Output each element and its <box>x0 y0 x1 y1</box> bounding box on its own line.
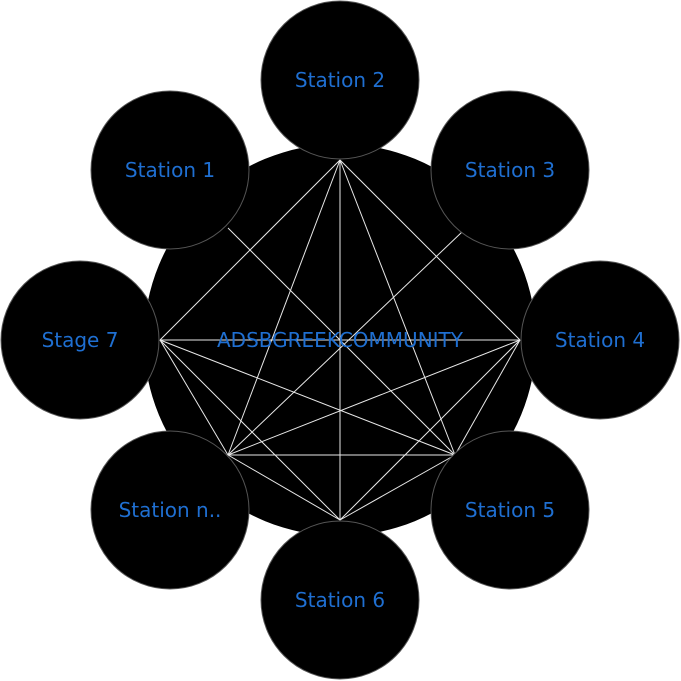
connection-line-2 <box>339 159 521 341</box>
node-station-6: Station 6 <box>260 520 420 680</box>
node-label-station-6: Station 6 <box>295 588 385 612</box>
node-circle-station-3 <box>430 90 590 250</box>
connection-line-9 <box>159 339 456 456</box>
connection-lines <box>159 159 521 521</box>
node-circle-station-1 <box>90 90 250 250</box>
node-label-station-5: Station 5 <box>465 498 555 522</box>
node-circle-station-5 <box>430 430 590 590</box>
node-stage-7: Stage 7 <box>0 260 160 420</box>
center-label: ADSBGREEKCOMMUNITY <box>217 328 464 352</box>
connection-line-14 <box>339 454 456 521</box>
connection-line-7 <box>159 339 341 521</box>
connection-line-12 <box>454 339 521 456</box>
node-circle-station-n <box>90 430 250 590</box>
node-station-2: Station 2 <box>260 0 420 160</box>
node-circle-stage-7 <box>0 260 160 420</box>
connection-line-8 <box>159 339 229 456</box>
node-station-1: Station 1 <box>90 90 250 250</box>
connection-line-16 <box>227 227 456 456</box>
node-label-station-n: Station n.. <box>119 498 222 522</box>
node-label-stage-7: Stage 7 <box>42 328 119 352</box>
node-label-station-4: Station 4 <box>555 328 645 352</box>
node-label-station-3: Station 3 <box>465 158 555 182</box>
node-station-4: Station 4 <box>520 260 680 420</box>
node-station-n: Station n.. <box>90 430 250 590</box>
connection-line-13 <box>227 454 341 521</box>
node-circle-station-6 <box>260 520 420 680</box>
connection-line-5 <box>339 159 456 456</box>
node-station-5: Station 5 <box>430 430 590 590</box>
connection-line-17 <box>227 231 463 456</box>
node-label-station-1: Station 1 <box>125 158 215 182</box>
connection-line-4 <box>227 159 341 456</box>
node-circle-station-2 <box>260 0 420 160</box>
node-label-station-2: Station 2 <box>295 68 385 92</box>
node-circle-station-4 <box>520 260 680 420</box>
connection-line-11 <box>227 339 521 456</box>
node-station-3: Station 3 <box>430 90 590 250</box>
